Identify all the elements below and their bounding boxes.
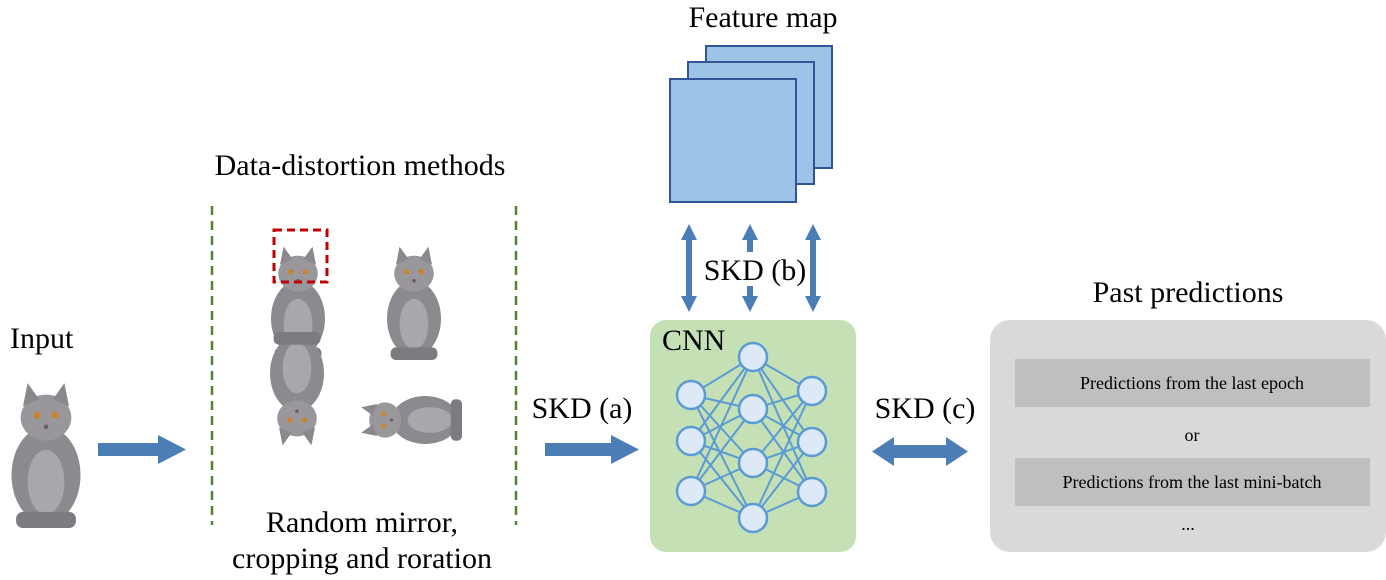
feature-map-stack bbox=[669, 45, 833, 203]
skd-b-label-bg bbox=[696, 252, 810, 286]
input-arrow bbox=[98, 435, 186, 464]
cnn-node bbox=[796, 476, 828, 508]
skd-b-label: SKD (b) bbox=[704, 254, 807, 287]
past-predictions-title: Past predictions bbox=[1093, 276, 1284, 309]
skd-b-arrow-left bbox=[681, 224, 697, 312]
skd-a-label: SKD (a) bbox=[532, 392, 633, 425]
cnn-node bbox=[796, 375, 828, 407]
skd-c-label: SKD (c) bbox=[875, 392, 976, 425]
cnn-node bbox=[675, 475, 707, 507]
skd-c-arrow bbox=[872, 437, 968, 466]
cnn-label: CNN bbox=[662, 324, 725, 357]
skd-a-arrow bbox=[545, 435, 639, 464]
skd-b-arrow-right bbox=[805, 224, 821, 312]
feature-map-title: Feature map bbox=[688, 1, 837, 34]
input-label: Input bbox=[10, 322, 74, 355]
cnn-node bbox=[737, 341, 769, 373]
cnn-nodes bbox=[675, 341, 828, 534]
prediction-item-epoch-label: Predictions from the last epoch bbox=[1080, 373, 1304, 393]
distortion-caption-line2: cropping and roration bbox=[232, 542, 492, 575]
distortion-title: Data-distortion methods bbox=[215, 149, 506, 182]
prediction-item-minibatch bbox=[1015, 458, 1370, 506]
cnn-node bbox=[675, 425, 707, 457]
cnn-node bbox=[675, 379, 707, 411]
input-cat-image bbox=[11, 383, 81, 528]
crop-box bbox=[272, 228, 329, 284]
distortion-caption-line1: Random mirror, bbox=[266, 506, 458, 539]
rotated-cat-image bbox=[361, 396, 462, 444]
cnn-node bbox=[737, 393, 769, 425]
prediction-ellipsis: ... bbox=[1181, 514, 1195, 534]
prediction-item-minibatch-label: Predictions from the last mini-batch bbox=[1063, 472, 1322, 492]
mirrored-cat-image bbox=[387, 246, 441, 360]
cnn-node bbox=[796, 426, 828, 458]
cnn-connections bbox=[690, 356, 813, 519]
prediction-item-epoch bbox=[1015, 359, 1370, 407]
cnn-node bbox=[737, 502, 769, 534]
cnn-node bbox=[737, 447, 769, 479]
prediction-separator: or bbox=[1185, 425, 1200, 445]
flipped-cat-image bbox=[270, 332, 324, 446]
